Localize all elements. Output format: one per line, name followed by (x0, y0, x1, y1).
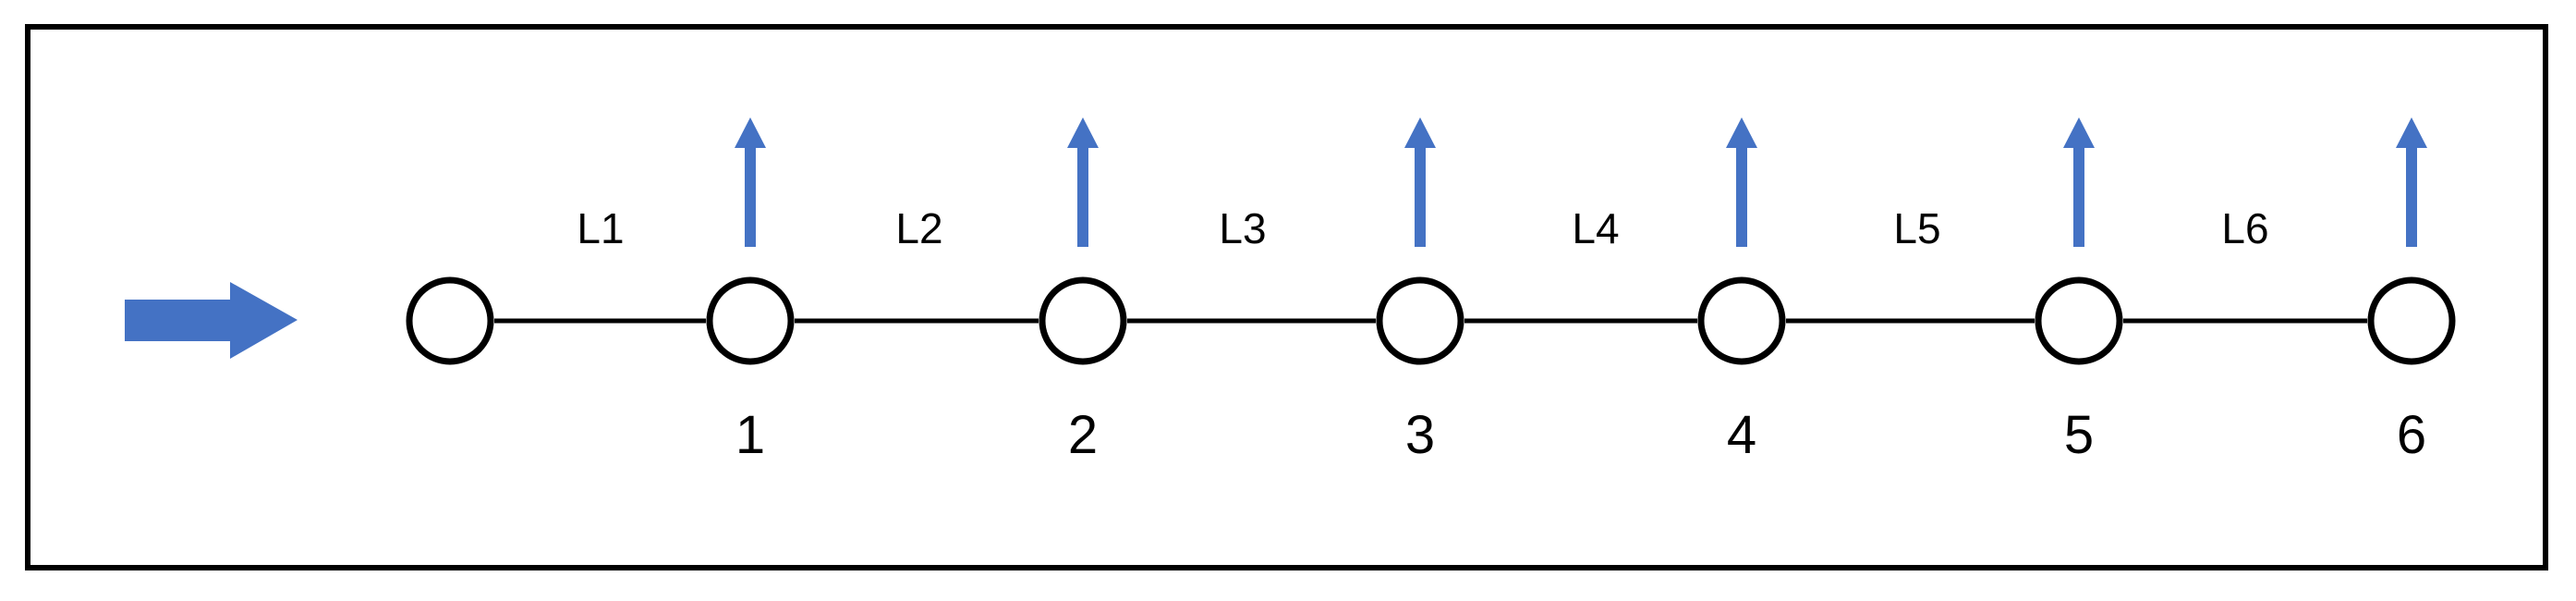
link-labels: L1 L2 L3 L4 L5 L6 (577, 204, 2268, 252)
outflow-arrow-1 (735, 117, 766, 247)
link-label-L5: L5 (1893, 204, 1940, 252)
outflow-arrow-3 (1404, 117, 1436, 247)
inflow-block-arrow (125, 282, 298, 359)
diagram-border (25, 24, 2548, 570)
link-label-L1: L1 (577, 204, 624, 252)
node-label-5: 5 (2064, 405, 2094, 465)
link-label-L2: L2 (895, 204, 942, 252)
node-circle-4[interactable] (1697, 276, 1786, 365)
node-circle-source[interactable] (406, 276, 494, 365)
node-label-2: 2 (1068, 405, 1098, 465)
node-circle-1[interactable] (706, 276, 795, 365)
link-label-L6: L6 (2221, 204, 2268, 252)
node-circles (406, 276, 2456, 365)
node-circle-5[interactable] (2035, 276, 2123, 365)
node-label-6: 6 (2397, 405, 2426, 465)
node-labels: 1 2 3 4 5 6 (735, 405, 2426, 465)
outflow-arrow-4 (1726, 117, 1757, 247)
outflow-arrow-5 (2063, 117, 2095, 247)
inflow-arrow-shape (125, 282, 298, 359)
link-label-L3: L3 (1219, 204, 1266, 252)
node-circle-3[interactable] (1376, 276, 1464, 365)
node-circle-6[interactable] (2367, 276, 2456, 365)
outflow-arrow-2 (1067, 117, 1099, 247)
node-label-1: 1 (735, 405, 765, 465)
node-label-4: 4 (1727, 405, 1756, 465)
outflow-arrows (735, 117, 2427, 247)
node-circle-2[interactable] (1039, 276, 1127, 365)
outflow-arrow-6 (2396, 117, 2427, 247)
node-label-3: 3 (1405, 405, 1435, 465)
link-label-L4: L4 (1572, 204, 1619, 252)
